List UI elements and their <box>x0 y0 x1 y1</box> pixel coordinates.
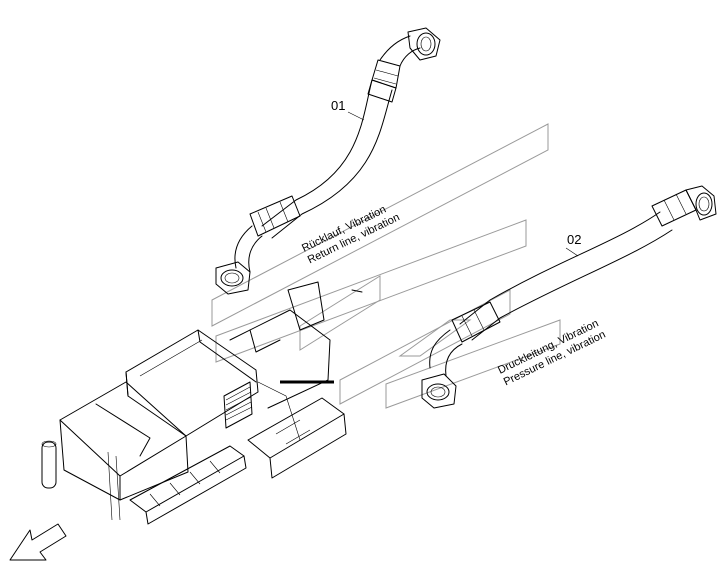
hose-02 <box>421 185 717 409</box>
watermark-logo <box>211 123 561 409</box>
hose-01 <box>215 27 441 295</box>
part-number-01: 01 <box>331 98 345 113</box>
direction-arrow <box>9 523 67 561</box>
paver-machine <box>41 281 363 525</box>
part-number-02: 02 <box>567 232 581 247</box>
